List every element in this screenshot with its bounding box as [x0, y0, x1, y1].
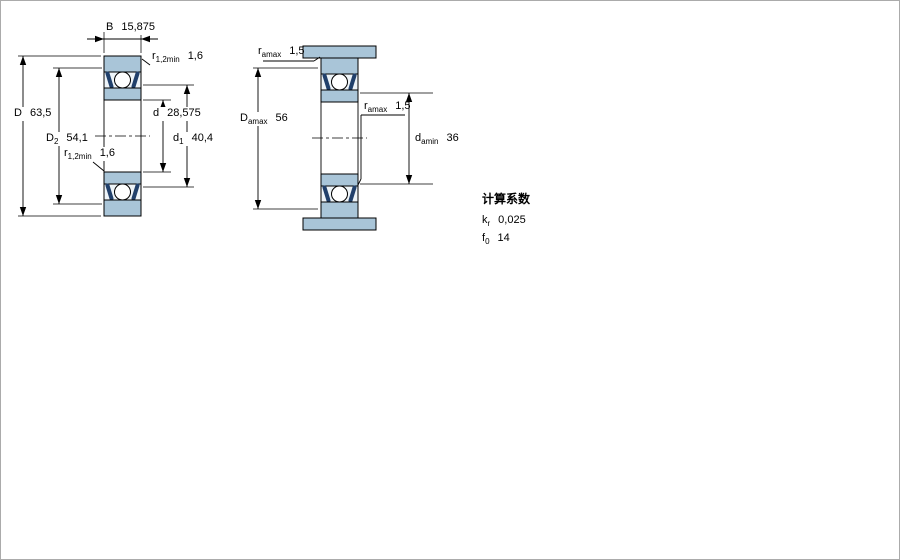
label-value: 14 [497, 232, 510, 244]
dim-label-B: B 15,875 [105, 21, 156, 36]
seal-icon [131, 71, 140, 89]
label-value: 0,025 [498, 214, 526, 226]
label-symbol: D [14, 107, 22, 119]
label-symbol: r [152, 50, 156, 62]
outer-ring-bottom [103, 199, 142, 217]
seal-icon [131, 183, 140, 201]
calculation-factors-title: 计算系数 [482, 192, 531, 206]
label-value: 15,875 [121, 21, 155, 33]
factor-kr: kr 0,025 [481, 214, 527, 228]
seal-icon [348, 185, 357, 203]
label-subscript: amin [421, 137, 439, 147]
label-symbol: r [258, 45, 262, 57]
seal-icon [322, 73, 331, 91]
label-subscript: amax [261, 50, 282, 60]
label-symbol: B [106, 21, 114, 33]
seal-icon [105, 71, 114, 89]
seal-icon [105, 183, 114, 201]
label-symbol: r [364, 100, 368, 112]
dim-label-ra-max-mid: ramax 1,5 [363, 100, 412, 114]
label-value: 40,4 [191, 132, 213, 144]
dim-label-da-min: damin 36 [414, 132, 460, 147]
label-symbol: d [415, 132, 422, 144]
label-symbol: k [482, 214, 488, 226]
label-subscript: 2 [53, 137, 59, 147]
label-subscript: 1 [179, 137, 184, 147]
left-bearing-view [95, 55, 150, 217]
seal-icon [322, 185, 331, 203]
label-value: 54,1 [66, 132, 88, 144]
label-symbol: D [240, 112, 248, 124]
label-subscript: r [487, 219, 491, 229]
label-value: 1,5 [289, 45, 305, 57]
inner-ring-bottom [103, 171, 142, 185]
label-value: 1,5 [395, 100, 411, 112]
dim-label-D: D 63,5 [13, 107, 53, 122]
dim-label-d1: d1 40,4 [172, 132, 214, 147]
label-symbol: f [482, 232, 486, 244]
label-value: 1,6 [187, 50, 203, 62]
label-value: 56 [275, 112, 288, 124]
dim-label-Da-max: Damax 56 [239, 112, 289, 127]
label-subscript: 1,2min [67, 152, 92, 162]
label-symbol: d [173, 132, 180, 144]
label-value: 63,5 [29, 107, 52, 119]
factor-f0: f0 14 [481, 232, 511, 246]
label-value: 1,6 [99, 147, 115, 159]
label-symbol: d [153, 107, 160, 119]
housing-abutment-top [302, 45, 377, 59]
ball-bottom [114, 183, 131, 201]
label-value: 36 [446, 132, 459, 144]
ball-top [114, 71, 131, 89]
outer-ring-top [103, 55, 142, 73]
seal-icon [348, 73, 357, 91]
label-subscript: amax [247, 117, 268, 127]
shaft-abutment-bottom [302, 217, 377, 231]
label-symbol: r [64, 147, 68, 159]
label-subscript: 0 [485, 237, 490, 247]
label-subscript: amax [367, 105, 388, 115]
dim-label-r12min-left: r1,2min 1,6 [63, 147, 116, 162]
dim-label-ra-max-top: ramax 1,5 [257, 45, 306, 59]
dim-label-r12min-top: r1,2min 1,6 [151, 50, 204, 65]
label-symbol: D [46, 132, 54, 144]
dim-label-d: d 28,575 [152, 107, 202, 122]
right-bearing-view [302, 45, 377, 231]
right-dimension-lines [253, 56, 433, 210]
dim-label-D2: D2 54,1 [45, 132, 89, 147]
label-value: 28,575 [167, 107, 201, 119]
label-subscript: 1,2min [155, 55, 180, 65]
inner-ring-top [103, 87, 142, 101]
